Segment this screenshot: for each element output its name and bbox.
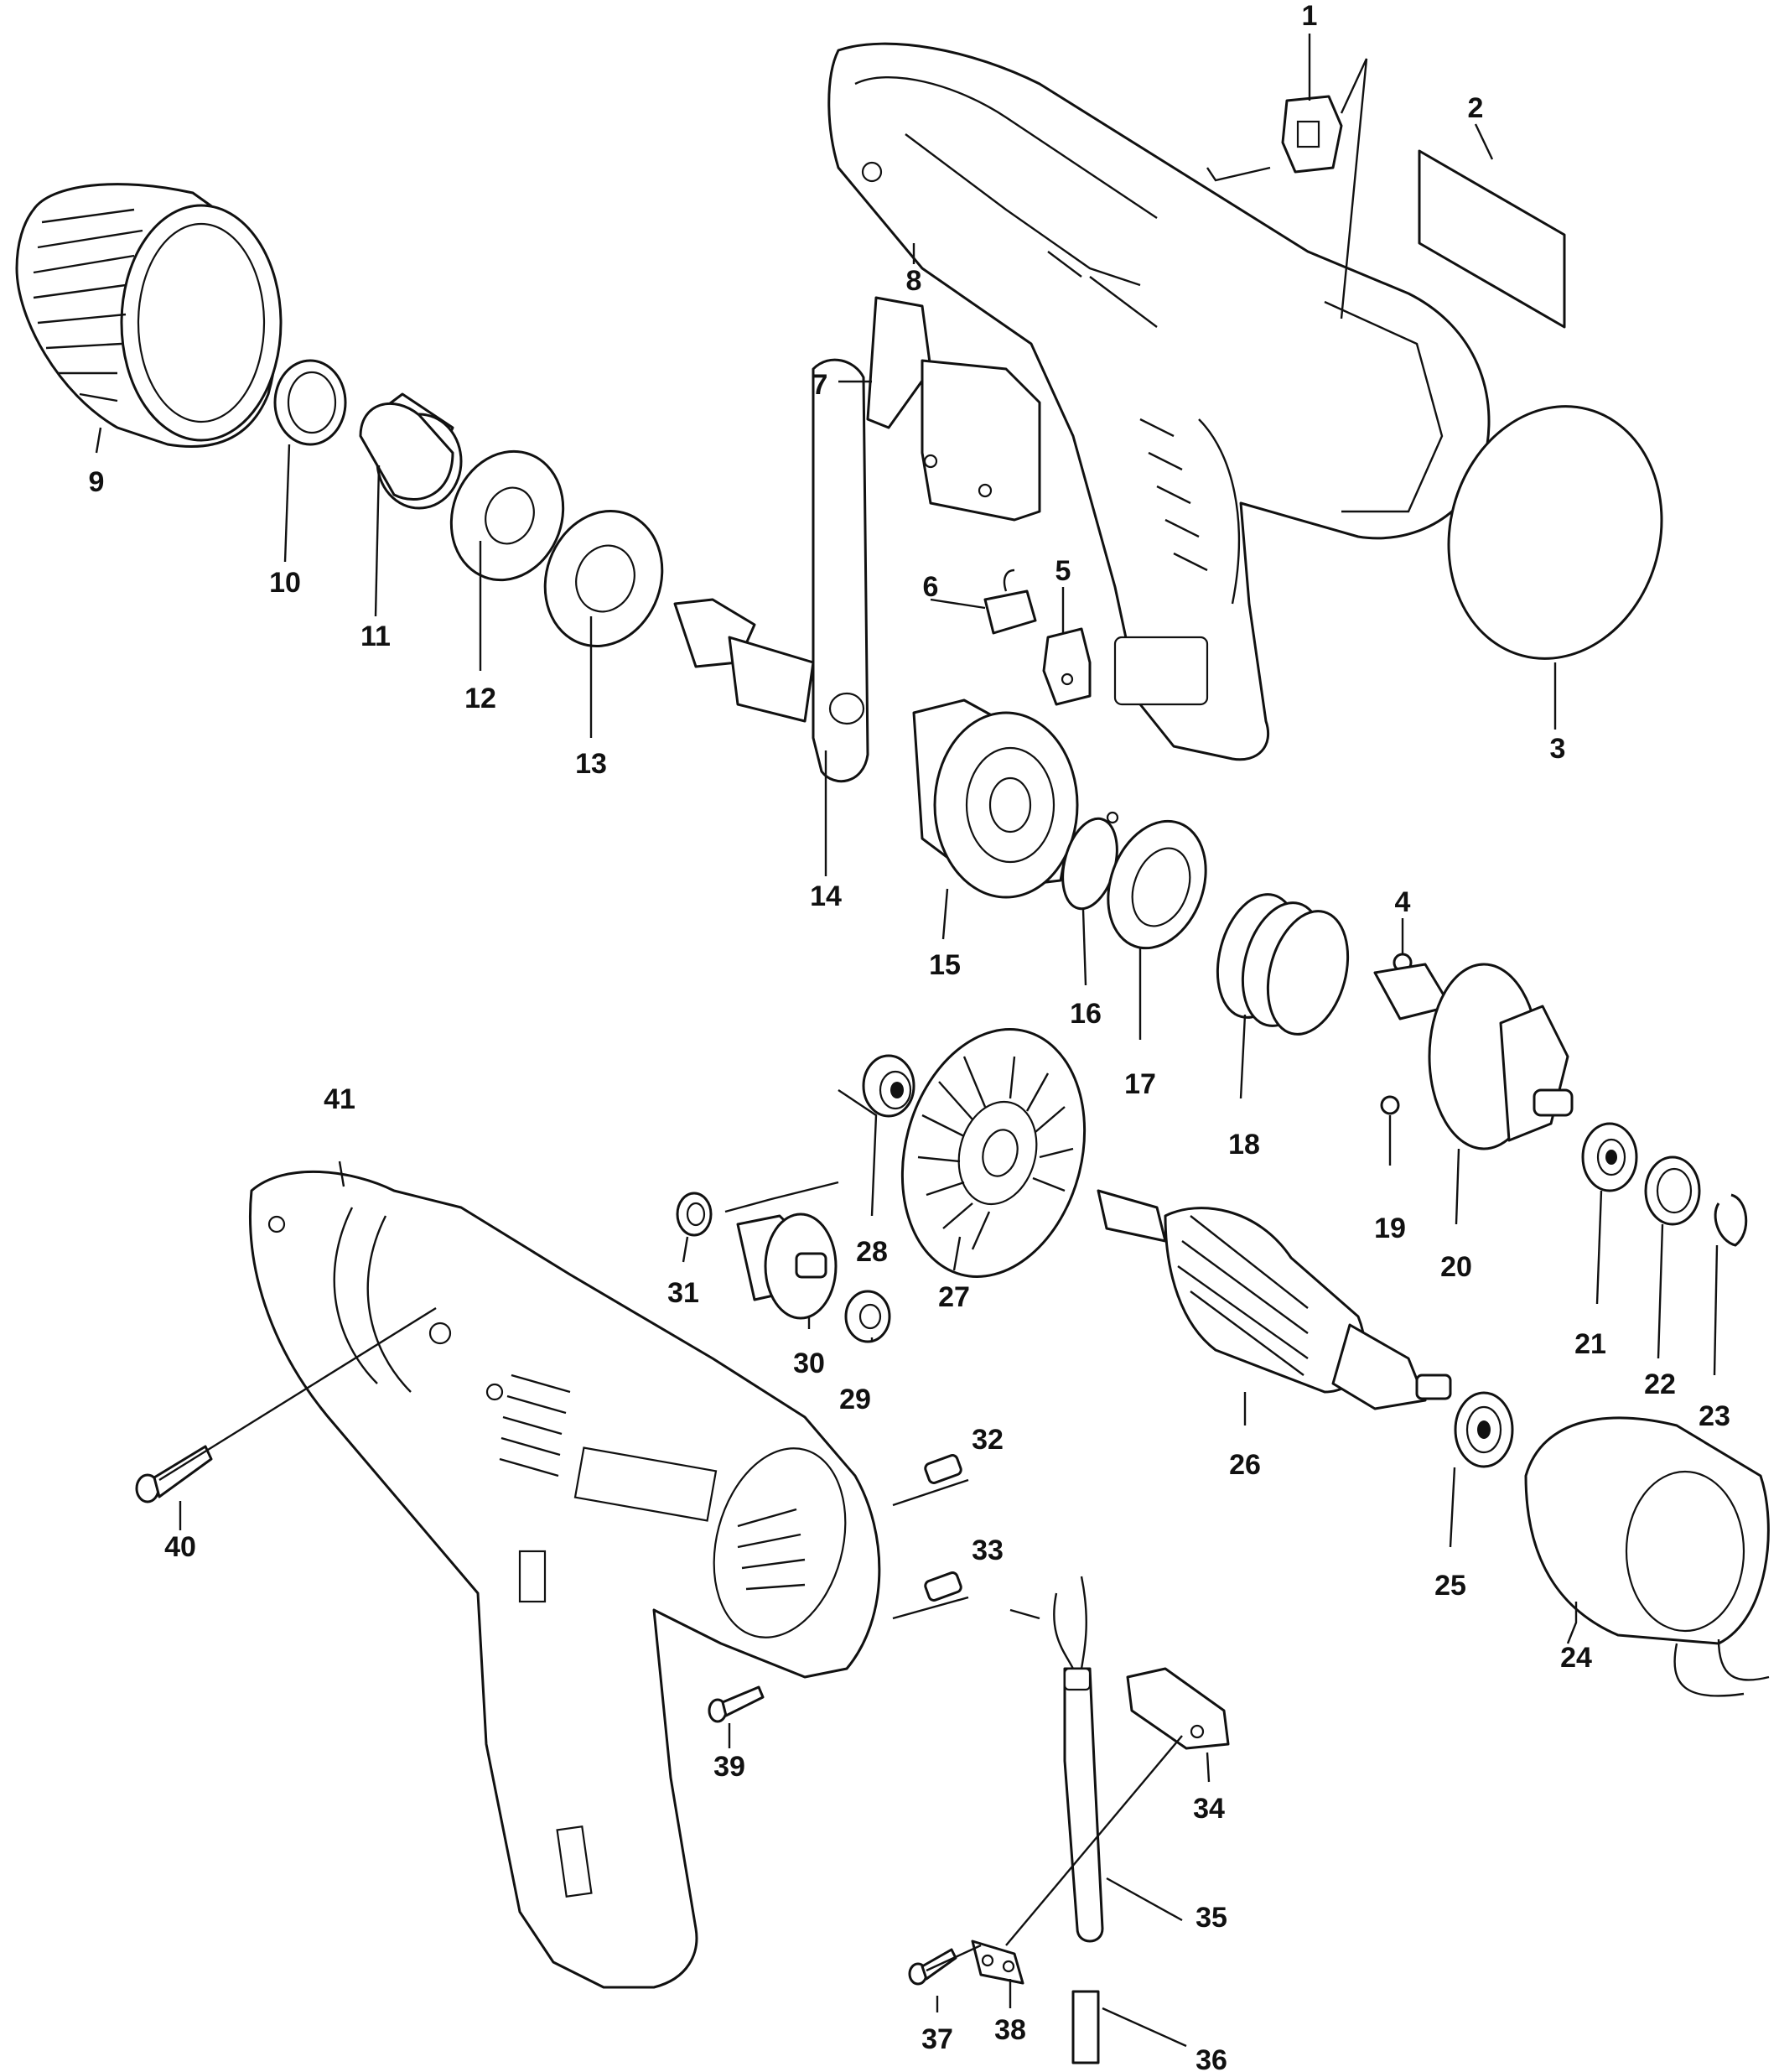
callout-10: 10 [269, 567, 301, 599]
part-19-steel-ball [1380, 1095, 1400, 1115]
part-34-strain-relief [1126, 1667, 1230, 1750]
part-40-screw [135, 1445, 213, 1503]
callout-3: 3 [1550, 733, 1566, 765]
part-23-ring [1714, 1193, 1748, 1247]
callout-11: 11 [360, 621, 391, 652]
callout-38: 38 [994, 2014, 1026, 2046]
callout-6: 6 [923, 571, 939, 603]
callout-26: 26 [1229, 1449, 1261, 1481]
part-21-bearing [1581, 1122, 1638, 1192]
part-32-pin [924, 1454, 962, 1484]
callout-23: 23 [1699, 1400, 1730, 1432]
callout-20: 20 [1440, 1251, 1472, 1283]
callout-27: 27 [938, 1281, 970, 1313]
part-41-housing [248, 1170, 881, 1989]
part-24-field [1524, 1416, 1770, 1697]
part-13-washer [543, 510, 664, 647]
callout-24: 24 [1560, 1642, 1592, 1674]
callout-15: 15 [929, 949, 961, 981]
callout-31: 31 [667, 1277, 699, 1309]
part-15-hammer-case [912, 698, 1079, 899]
part-20-spindle [1373, 963, 1574, 1150]
callout-30: 30 [793, 1348, 825, 1379]
callout-34: 34 [1193, 1793, 1225, 1825]
part-2-label [1418, 149, 1566, 329]
part-10-ring [273, 359, 347, 446]
part-12-washer [449, 449, 565, 582]
part-25-bearing [1454, 1391, 1514, 1468]
callout-18: 18 [1228, 1129, 1260, 1161]
part-3-cover [1447, 405, 1663, 660]
callout-2: 2 [1468, 92, 1484, 124]
callout-28: 28 [856, 1236, 888, 1268]
callout-33: 33 [972, 1535, 1004, 1566]
callout-12: 12 [464, 683, 496, 714]
part-17-washer [1107, 819, 1207, 950]
part-7-switch [866, 296, 1041, 522]
callout-39: 39 [713, 1751, 745, 1783]
callout-35: 35 [1196, 1902, 1227, 1934]
callout-labels: 1 2 3 4 5 6 7 8 9 10 11 12 13 14 15 16 1… [89, 0, 1730, 2072]
callout-8: 8 [906, 265, 922, 297]
part-26-armature [1097, 1189, 1452, 1410]
callout-40: 40 [164, 1531, 196, 1563]
part-36-cord [1071, 1990, 1100, 2064]
leader-lines [95, 34, 1719, 2048]
part-39-screw [708, 1685, 765, 1723]
part-1-terminal [1281, 95, 1343, 174]
part-18-spring [1216, 893, 1350, 1036]
part-31-bushing [676, 1192, 713, 1237]
part-30-gear [736, 1213, 838, 1320]
callout-32: 32 [972, 1424, 1004, 1456]
callout-25: 25 [1434, 1570, 1466, 1602]
part-11-sleeve [359, 392, 463, 510]
part-29-bushing [844, 1290, 891, 1343]
callout-1: 1 [1302, 0, 1318, 32]
callout-4: 4 [1395, 886, 1411, 918]
part-6-capacitor [983, 569, 1037, 635]
part-27-fan [900, 1028, 1087, 1278]
callout-7: 7 [812, 369, 828, 401]
callout-19: 19 [1374, 1213, 1406, 1244]
callout-5: 5 [1055, 555, 1071, 587]
callout-16: 16 [1070, 998, 1102, 1030]
part-28-bearing [862, 1054, 915, 1118]
part-38-cord-clamp [971, 1940, 1024, 1985]
part-9-front-cover [15, 183, 283, 448]
callout-29: 29 [839, 1384, 871, 1415]
callout-9: 9 [89, 466, 105, 498]
callout-17: 17 [1124, 1068, 1156, 1100]
part-16-ring [1061, 811, 1119, 911]
callout-13: 13 [575, 748, 607, 780]
part-8-housing [827, 42, 1491, 761]
callout-21: 21 [1574, 1328, 1606, 1360]
callout-37: 37 [921, 2023, 953, 2055]
callout-22: 22 [1644, 1368, 1676, 1400]
callout-41: 41 [324, 1083, 355, 1115]
callout-14: 14 [810, 880, 842, 912]
part-35-cord-guard [1009, 1576, 1104, 1943]
part-14-anvil [673, 358, 869, 783]
part-5-holder [1042, 627, 1092, 706]
callout-36: 36 [1196, 2044, 1227, 2072]
part-22-washer [1644, 1155, 1701, 1226]
part-33-pin [924, 1571, 962, 1602]
